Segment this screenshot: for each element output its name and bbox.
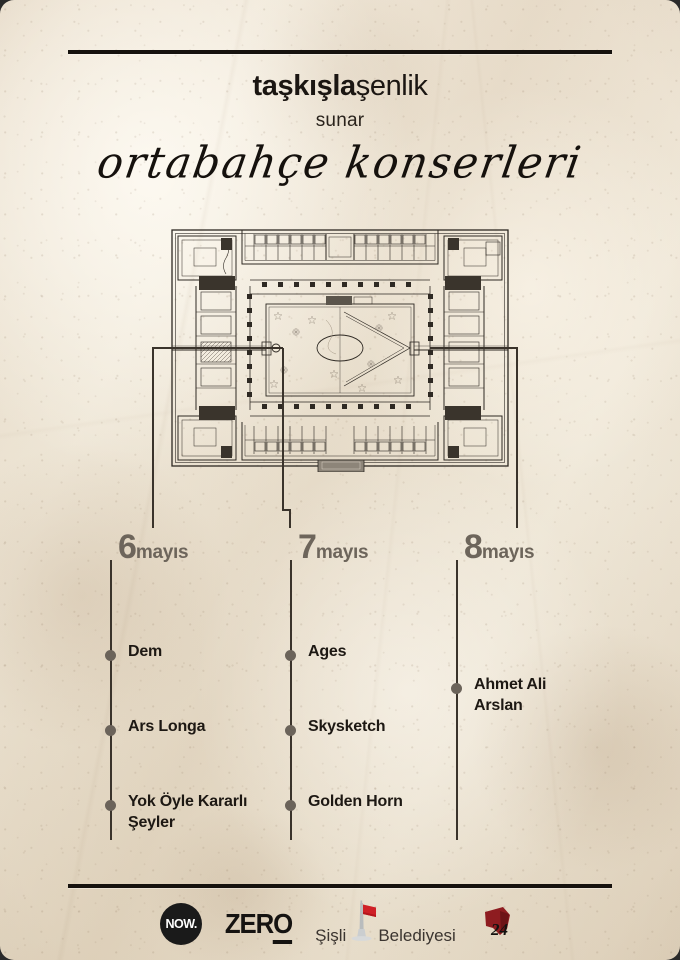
event-script-title: ortabahçe konserleri xyxy=(94,136,587,188)
bullet-dot-icon xyxy=(105,725,116,736)
bullet-dot-icon xyxy=(285,650,296,661)
day-2-act-3-label: Golden Horn xyxy=(308,793,403,810)
bottom-divider-rule xyxy=(68,884,612,888)
presents-label: sunar xyxy=(315,110,365,131)
logo-zero-underlined-o: O xyxy=(273,908,293,944)
logo-now[interactable]: NOW. xyxy=(160,903,203,945)
day-1-timeline xyxy=(110,560,112,840)
day-2-timeline xyxy=(290,560,292,840)
day-1-act-3-label: Yok Öyle Kararlı Şeyler xyxy=(128,793,248,831)
logo-sisli-word2: Belediyesi xyxy=(378,925,456,945)
bullet-dot-icon xyxy=(285,800,296,811)
logo-sisli-belediyesi[interactable]: Şişli Belediyesi xyxy=(315,899,456,950)
day-1-date: 6mayıs xyxy=(118,528,189,566)
floor-plan-illustration xyxy=(166,224,514,472)
bullet-dot-icon xyxy=(105,650,116,661)
sponsor-logos: NOW. ZERO Şişli xyxy=(0,898,680,950)
day-2-act-1-label: Ages xyxy=(308,643,347,660)
day-1-month: mayıs xyxy=(135,542,189,563)
bullet-dot-icon xyxy=(451,683,462,694)
day-1-act-1-label: Dem xyxy=(128,643,163,660)
monument-flag-icon xyxy=(347,899,377,950)
brand-title-bold: taşkışla xyxy=(252,70,357,102)
day-2-act-2-label: Skysketch xyxy=(308,718,386,735)
logo-24-label: 24 xyxy=(490,920,508,939)
bullet-dot-icon xyxy=(105,800,116,811)
day-1-act-2-label: Ars Longa xyxy=(128,718,206,735)
brand-title-light: şenlik xyxy=(355,70,428,102)
bullet-dot-icon xyxy=(285,725,296,736)
logo-now-label: NOW. xyxy=(160,903,203,945)
logo-zero-main: ZER xyxy=(225,908,274,939)
day-3-date: 8mayıs xyxy=(464,528,535,566)
day-1-number: 6 xyxy=(118,528,137,566)
day-3-timeline xyxy=(456,560,458,840)
day-2-date: 7mayıs xyxy=(298,528,369,566)
day-3-number: 8 xyxy=(464,528,483,566)
logo-zero-wordmark: ZERO xyxy=(225,908,293,944)
logo-zero[interactable]: ZERO xyxy=(222,908,295,944)
logo-24[interactable]: 24 xyxy=(476,902,520,946)
logo-sisli-word1: Şişli xyxy=(315,925,347,945)
day-3-act-1-label: Ahmet Ali Arslan xyxy=(474,676,547,714)
brand-title: taşkışlaşenlik xyxy=(0,72,680,101)
day-2-number: 7 xyxy=(298,528,317,566)
day-2-month: mayıs xyxy=(315,542,369,563)
top-divider-rule xyxy=(68,50,612,54)
header: taşkışlaşenlik sunar ortabahçe konserler… xyxy=(0,72,680,188)
day-3-month: mayıs xyxy=(481,542,535,563)
